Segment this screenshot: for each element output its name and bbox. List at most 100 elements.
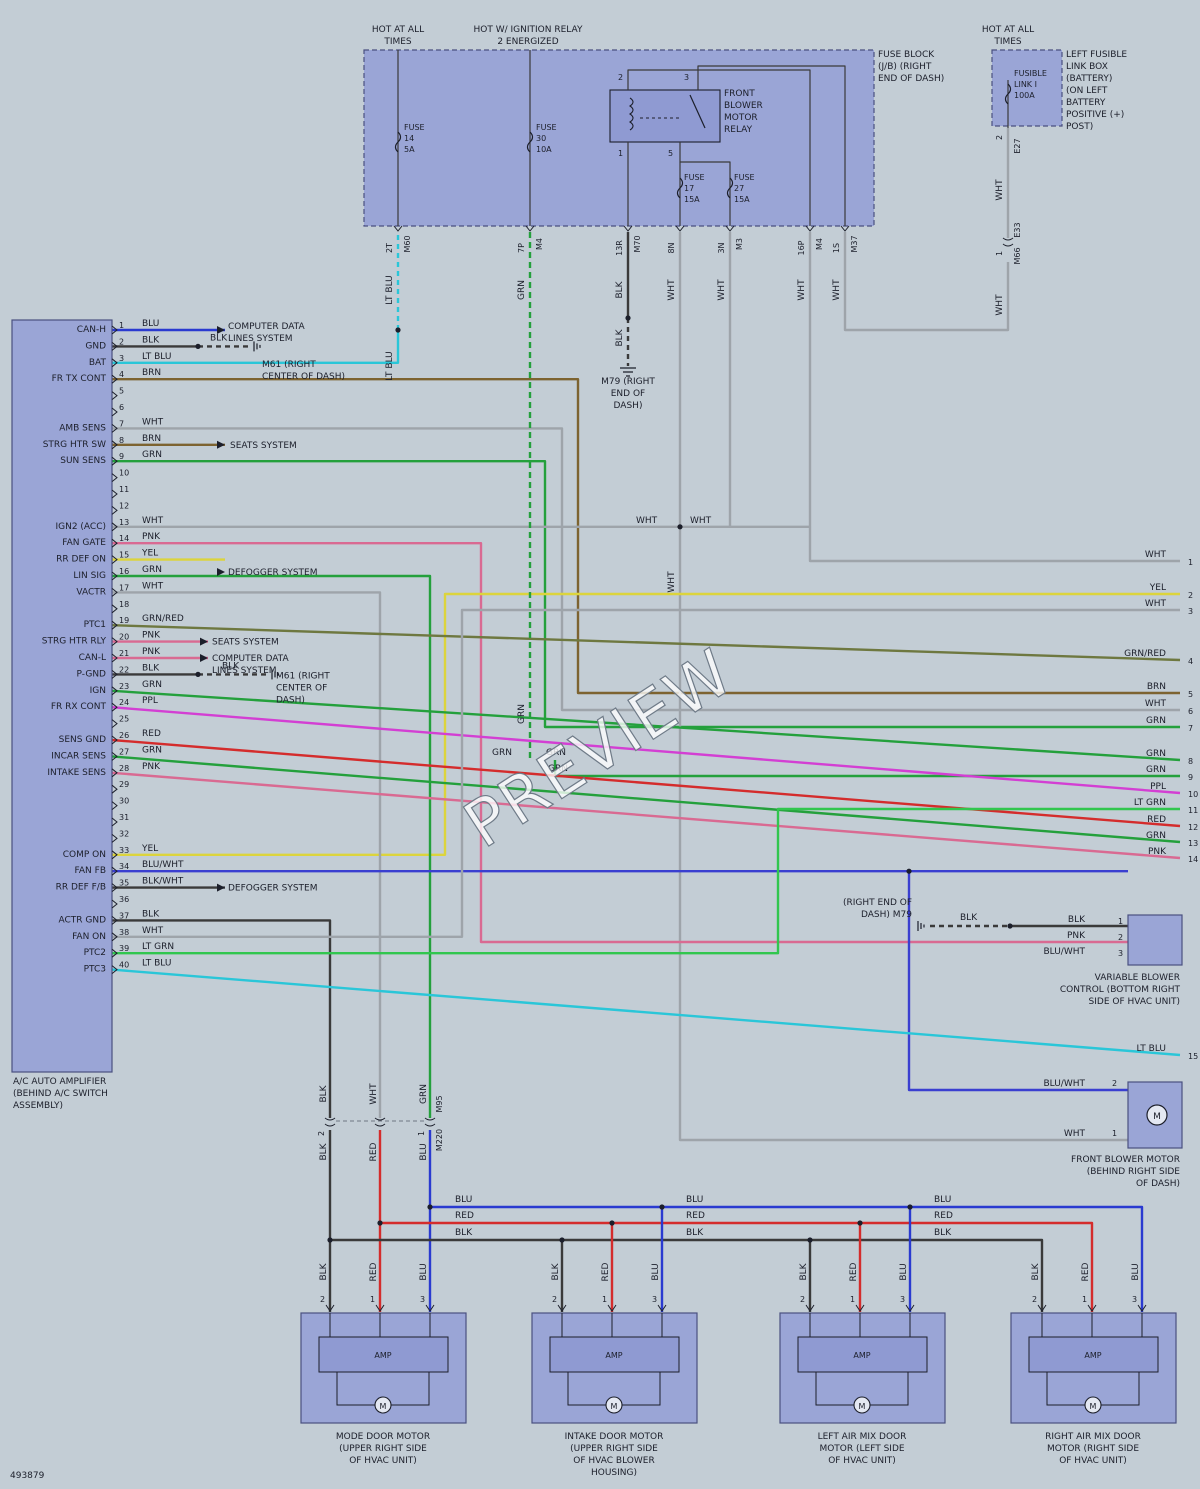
system-ref-label: DEFOGGER SYSTEM (228, 884, 318, 894)
bus-label: RED (686, 1211, 705, 1221)
amp-wire-label: GRN/RED (142, 614, 184, 624)
pin-number: 3 (1118, 949, 1123, 958)
amp-wire-label: GRN (142, 680, 162, 690)
label-line: 15A (734, 195, 750, 204)
pin-number: 2 (552, 1295, 557, 1304)
wire-label: RED (601, 1262, 611, 1281)
label-line: CONTROL (BOTTOM RIGHT (1060, 985, 1181, 995)
wire-label: WHT (832, 279, 842, 301)
amp-label: AMP (853, 1351, 870, 1360)
label-line: HOT AT ALL (372, 25, 424, 35)
amp-pin-name: RR DEF F/B (56, 883, 106, 893)
terminal-number: 13 (1188, 839, 1198, 848)
pin-number: 3 (900, 1295, 905, 1304)
wire-ptc2 (112, 807, 1180, 955)
wire-comp-on (112, 592, 1180, 856)
amp-pin-number: 35 (119, 879, 129, 888)
wire-label: RED (369, 1142, 379, 1161)
amp-pin-number: 19 (119, 616, 129, 625)
wire-fan-gate (112, 542, 1128, 944)
label-line: FUSE BLOCK (878, 50, 935, 60)
amp-pin-number: 23 (119, 682, 129, 691)
wire-label: RED (849, 1262, 859, 1281)
wire-label: WHT (636, 516, 658, 526)
terminal-number: 9 (1188, 773, 1193, 782)
amp-pin-icon (111, 473, 118, 482)
amp-pin-number: 12 (119, 501, 129, 510)
amp-pin-name: INCAR SENS (51, 751, 106, 761)
bus-label: BLK (455, 1228, 473, 1238)
pin-number: 2 (317, 1131, 326, 1136)
system-ref-label: DEFOGGER SYSTEM (228, 568, 318, 578)
amp-pin-icon (111, 522, 118, 532)
relay-coil-icon (629, 97, 634, 131)
splice-dot (907, 1204, 913, 1210)
connector-icon (805, 225, 815, 232)
terminal-wire-label: YEL (1149, 583, 1166, 593)
amp-pin-name: RR DEF ON (56, 555, 106, 565)
amp-pin-name: FR TX CONT (52, 374, 107, 384)
system-ref-label: SEATS SYSTEM (212, 638, 279, 648)
label-line: MODE DOOR MOTOR (336, 1432, 430, 1442)
amp-pin-number: 29 (119, 780, 129, 789)
label-line: END OF DASH) (878, 74, 944, 84)
bus-blu (430, 1205, 1144, 1312)
label-line: M61 (RIGHT (262, 360, 316, 370)
amp-pin-icon (111, 850, 118, 860)
splice-dot (807, 1237, 813, 1243)
pin-number: 2 (1118, 933, 1123, 942)
label-line: (UPPER RIGHT SIDE (570, 1444, 658, 1454)
label-line: VARIABLE BLOWER (1095, 973, 1180, 983)
amp-label: AMP (374, 1351, 391, 1360)
wire-blower-wht (678, 232, 1128, 1142)
wire-intake-sens (111, 771, 1181, 860)
amp-box (318, 1336, 449, 1373)
label-line: LEFT FUSIBLE (1066, 50, 1127, 60)
wire-label: BLU (419, 1263, 429, 1280)
amp-pin-number: 15 (119, 551, 129, 560)
bus-blk (330, 1238, 1044, 1312)
wire-label: WHT (667, 571, 677, 593)
system-ref-label: SEATS SYSTEM (230, 441, 297, 451)
amp-pin-number: 27 (119, 747, 129, 756)
amp-pin-name: CAN-L (79, 653, 106, 663)
pin-arrow-icon (855, 1304, 865, 1312)
label-line: FUSE (404, 123, 425, 132)
terminal-wire-label: WHT (1145, 699, 1167, 709)
wire-label: WHT (995, 179, 1005, 201)
wire-label: WHT (717, 279, 727, 301)
label-line: 14 (404, 134, 414, 143)
label-line: A/C AUTO AMPLIFIER (13, 1077, 106, 1087)
connector-label: M66 (1013, 247, 1022, 264)
motor-icon (853, 1396, 871, 1414)
amp-pin-number: 34 (119, 862, 129, 871)
amp-pin-name: FAN FB (75, 866, 106, 876)
connector-label: E33 (1013, 222, 1022, 237)
pin-label: 13R (615, 240, 624, 256)
label-line: COMPUTER DATA (228, 322, 305, 332)
wire-label: BLK (615, 328, 625, 346)
amp-wire-label: WHT (142, 581, 164, 591)
pin-number: 1 (1118, 917, 1123, 926)
wire-label: BLU (651, 1263, 661, 1280)
splice-dot (625, 315, 631, 321)
label-line: OF HVAC UNIT) (1059, 1456, 1127, 1466)
amp-pin-number: 17 (119, 583, 129, 592)
label-line: COMPUTER DATA (212, 654, 289, 664)
fuse-icon (394, 131, 402, 153)
arrow-icon (200, 654, 208, 662)
terminal-wire-label: GRN (1146, 831, 1166, 841)
amp-pin-icon (111, 506, 118, 515)
wire-label: WHT (667, 279, 677, 301)
amp-wire-label: BLK (142, 335, 160, 345)
label-line: (BEHIND A/C SWITCH (13, 1089, 108, 1099)
terminal-number: 11 (1188, 806, 1198, 815)
